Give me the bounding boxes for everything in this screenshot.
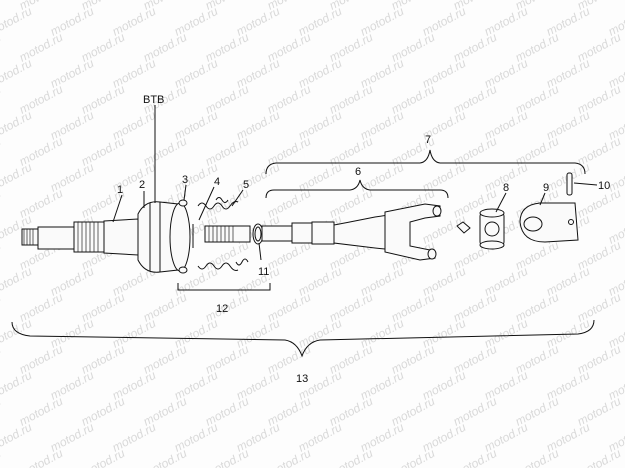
label-6: 6 xyxy=(355,166,361,178)
watermark-text: motod.ru xyxy=(0,134,4,169)
bracket-13 xyxy=(11,319,595,358)
watermark-text: motod.ru xyxy=(203,446,252,468)
part-9-yoke-plate xyxy=(519,202,579,243)
watermark-text: motod.ru xyxy=(0,186,4,221)
watermark-text: motod.ru xyxy=(327,446,376,468)
watermark-text: motod.ru xyxy=(0,0,4,13)
label-8: 8 xyxy=(503,182,509,194)
watermark-text: motod.ru xyxy=(389,446,438,468)
part-6-yoke xyxy=(384,203,442,261)
label-3: 3 xyxy=(182,174,188,186)
watermark-text: motod.ru xyxy=(0,56,35,91)
watermark-text: motod.ru xyxy=(265,446,314,468)
watermark-text: motod.ru xyxy=(0,446,4,468)
label-9: 9 xyxy=(543,182,549,194)
part-11-circlip xyxy=(254,226,262,242)
watermark-text: motod.ru xyxy=(79,446,128,468)
part-8-universal-cross xyxy=(456,208,505,250)
watermark-text: motod.ru xyxy=(0,342,4,377)
watermark-text: motod.ru xyxy=(0,290,4,325)
label-10: 10 xyxy=(598,180,610,192)
label-btb: BTB xyxy=(143,94,164,106)
watermark-text: motod.ru xyxy=(0,160,35,195)
watermark-text: motod.ru xyxy=(0,420,35,455)
label-11: 11 xyxy=(258,266,269,278)
watermark-text: motod.ru xyxy=(0,238,4,273)
bracket-7 xyxy=(265,149,586,175)
watermark-text: motod.ru xyxy=(575,446,624,468)
part-2-cv-joint-housing xyxy=(137,201,191,273)
part-10-roll-pin xyxy=(566,172,573,196)
watermark-text: motod.ru xyxy=(17,446,66,468)
watermark-text: motod.ru xyxy=(0,108,35,143)
watermark-text: motod.ru xyxy=(0,316,35,351)
watermark-text: motod.ru xyxy=(0,4,35,39)
watermark-text: motod.ru xyxy=(0,82,4,117)
label-1: 1 xyxy=(117,184,123,196)
label-5: 5 xyxy=(243,179,249,191)
bracket-12 xyxy=(177,283,271,291)
label-2: 2 xyxy=(139,179,145,191)
label-12: 12 xyxy=(216,303,228,315)
label-7: 7 xyxy=(425,134,431,146)
watermark-text: motod.ru xyxy=(513,446,562,468)
label-13: 13 xyxy=(296,373,308,385)
part-1-cv-stub-shaft xyxy=(21,218,139,256)
watermark-text: motod.ru xyxy=(0,264,35,299)
label-4: 4 xyxy=(214,176,220,188)
part-3-clamp xyxy=(178,199,188,274)
watermark-text: motod.ru xyxy=(141,446,190,468)
watermark-text: motod.ru xyxy=(0,394,4,429)
watermark-text: motod.ru xyxy=(0,368,35,403)
leader-lines xyxy=(112,105,598,261)
watermark-text: motod.ru xyxy=(451,446,500,468)
bracket-6 xyxy=(265,179,449,199)
watermark-text: motod.ru xyxy=(0,30,4,65)
